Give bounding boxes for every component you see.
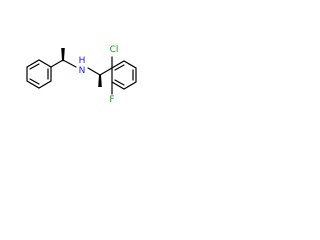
- chlorine-label: Cl: [110, 45, 119, 55]
- right-methyl-wedge-bond: [98, 75, 102, 87]
- right-stereocenter: [87, 67, 113, 87]
- aryl-ring: [111, 60, 137, 90]
- hydrogen-label: H: [79, 56, 86, 66]
- methyl-wedge-bond-main: [61, 48, 65, 60]
- chemical-structure: N H Cl F: [26, 45, 137, 105]
- left-stereocenter: [50, 48, 77, 68]
- phenyl-ring: [26, 59, 52, 89]
- fluorine-label: F: [109, 95, 114, 105]
- nitrogen-label: N: [79, 66, 86, 76]
